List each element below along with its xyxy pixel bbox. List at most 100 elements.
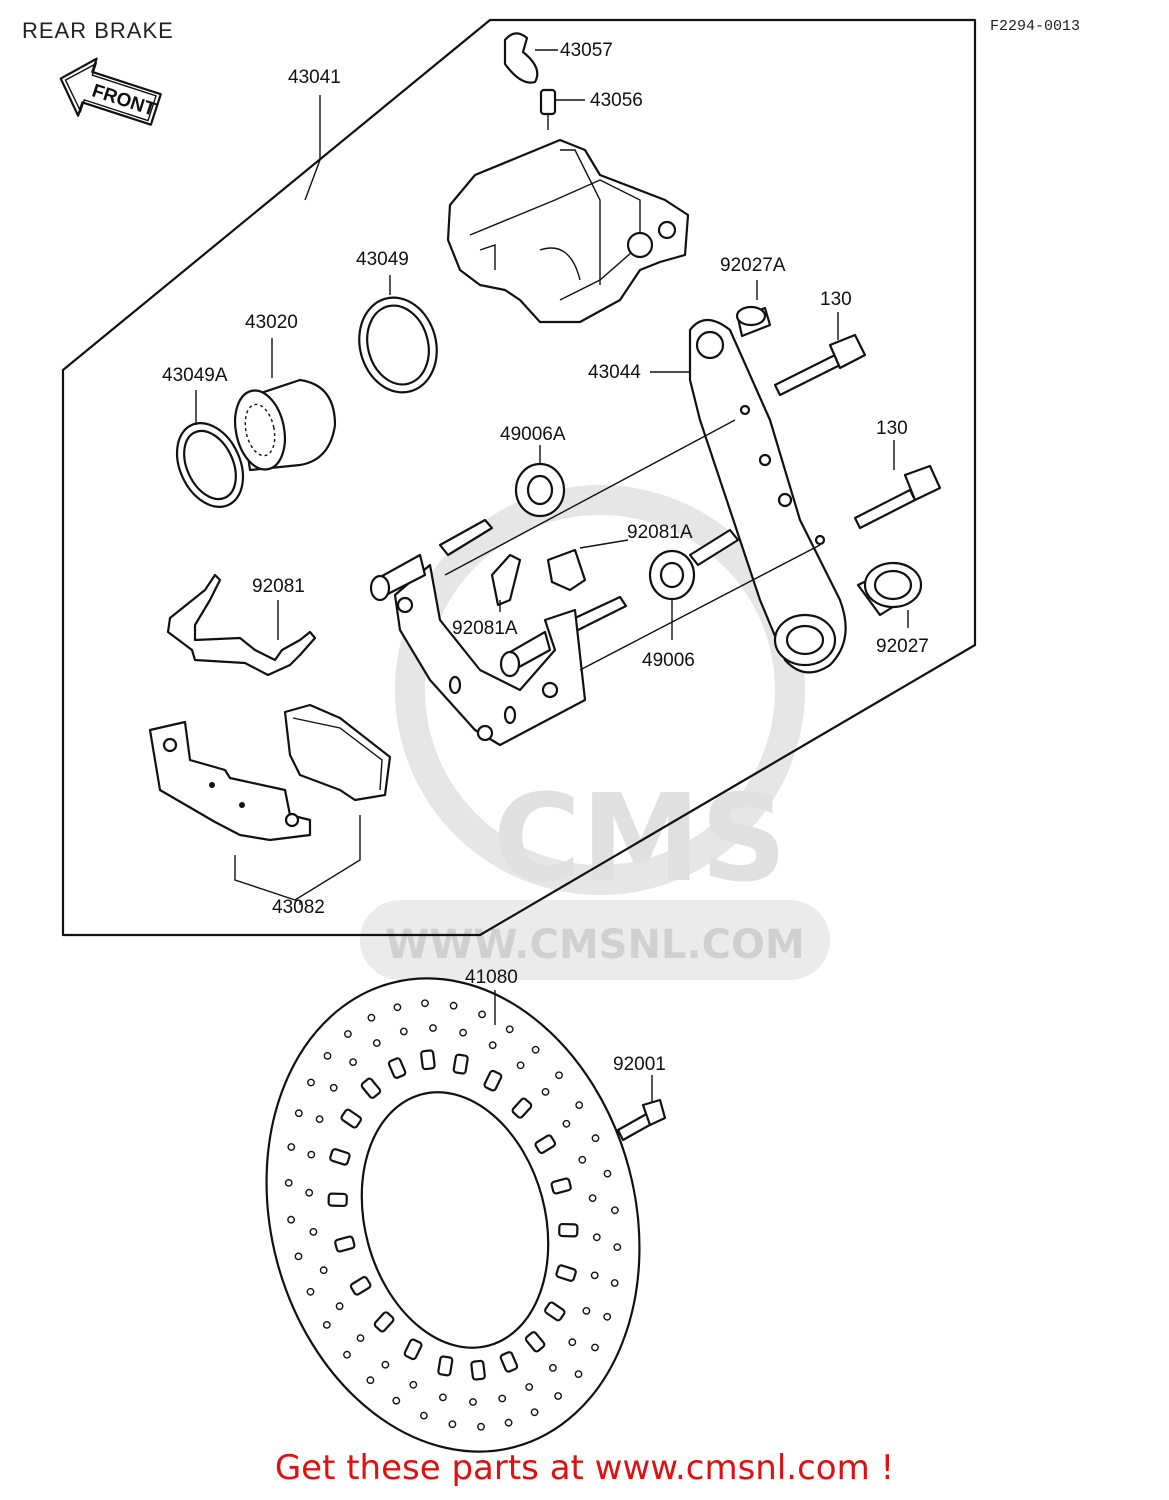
pad-spring-92081 [166, 573, 317, 677]
disc-drill-hole [322, 1321, 331, 1329]
part-label-49006A: 49006A [500, 424, 566, 445]
disc-drill-hole [343, 1350, 351, 1359]
disc-drill-hole [309, 1228, 318, 1236]
part-label-43049: 43049 [356, 249, 409, 270]
slide-pin-upper [438, 518, 494, 557]
disc-drill-hole [438, 1393, 447, 1402]
part-label-43044: 43044 [588, 362, 641, 383]
alignment-line-lower [579, 544, 821, 671]
slide-pin-right [688, 528, 740, 567]
disc-drill-hole [588, 1194, 597, 1203]
disc-drill-hole [541, 1088, 550, 1096]
boot-49006 [648, 549, 696, 640]
alignment-line-upper [444, 419, 736, 576]
collar-92027 [856, 561, 923, 628]
disc-drill-hole [568, 1338, 577, 1347]
disc-drill-hole [319, 1266, 328, 1275]
disc-drill-hole [575, 1101, 584, 1110]
disc-drill-hole [477, 1422, 485, 1431]
disc-vent-slot [373, 1311, 395, 1333]
dust-seal-43049A [175, 390, 245, 508]
disc-vent-slot [470, 1359, 486, 1381]
disc-drill-hole [448, 1420, 457, 1429]
disc-drill-hole [591, 1343, 599, 1352]
brake-disc-41080 [265, 977, 641, 1453]
disc-drill-hole [429, 1024, 437, 1032]
disc-drill-hole [531, 1045, 540, 1054]
diagram-ref-code: F2294-0013 [990, 18, 1080, 35]
disc-drill-hole [323, 1052, 332, 1060]
disc-drill-hole [590, 1271, 599, 1280]
part-label-43049A: 43049A [162, 365, 228, 386]
disc-drill-hole [554, 1392, 562, 1400]
disc-drill-hole [478, 1010, 486, 1019]
disc-drill-hole [287, 1143, 296, 1151]
disc-vent-slot [483, 1069, 503, 1092]
part-label-43041: 43041 [288, 67, 341, 88]
disc-drill-hole [315, 1115, 324, 1124]
disc-drill-hole [488, 1041, 497, 1050]
piston-43020 [233, 338, 337, 472]
disc-vent-slot [340, 1108, 362, 1129]
part-label-92001: 92001 [613, 1054, 666, 1075]
disc-drill-hole [549, 1364, 557, 1372]
disc-drill-hole [335, 1302, 344, 1311]
disc-drill-hole [592, 1233, 601, 1242]
part-label-92027A: 92027A [720, 255, 786, 276]
disc-vent-slot [420, 1049, 436, 1071]
torque-link-43044 [650, 318, 847, 674]
caliper-assembly-outline [61, 18, 977, 937]
disc-drill-hole [372, 1039, 381, 1047]
bush-92027A [735, 280, 772, 338]
disc-drill-hole [449, 1001, 458, 1010]
disc-drill-hole [393, 1003, 402, 1012]
watermark: CMS WWW.CMSNL.COM [360, 485, 830, 980]
piston-seal-43049 [358, 275, 438, 394]
disc-vent-slot [334, 1235, 356, 1253]
part-label-130-upper: 130 [820, 289, 852, 310]
disc-vent-slot [550, 1177, 572, 1195]
disc-vent-slot [329, 1148, 351, 1166]
disc-drill-hole [516, 1061, 525, 1070]
disc-drill-hole [530, 1408, 539, 1417]
disc-drill-hole [305, 1188, 314, 1197]
bolt-130-lower [853, 440, 942, 530]
disc-drill-hole [392, 1396, 401, 1405]
disc-drill-hole [591, 1134, 600, 1143]
bolt-130-upper [773, 312, 867, 397]
disc-vent-slot [452, 1053, 469, 1075]
disc-drill-hole [459, 1028, 467, 1037]
disc-drill-hole [399, 1027, 408, 1036]
caliper-bracket [369, 553, 587, 747]
disc-drill-hole [582, 1307, 591, 1315]
disc-vent-slot [499, 1351, 519, 1373]
pad-spring-92081A-right [546, 539, 629, 592]
disc-vent-slot [360, 1077, 382, 1099]
brake-pads-43082 [148, 703, 392, 905]
disc-vent-slot [558, 1222, 579, 1238]
disc-drill-hole [574, 1370, 583, 1379]
disc-drill-hole [329, 1083, 338, 1092]
disc-drill-hole [578, 1155, 587, 1164]
page-title: REAR BRAKE [22, 18, 174, 43]
disc-drill-hole [349, 1058, 357, 1067]
bleeder-valve-43056 [539, 88, 585, 130]
boot-49006A [514, 445, 566, 518]
disc-drill-hole [306, 1287, 315, 1296]
disc-drill-hole [603, 1312, 612, 1321]
disc-bolt-92001 [616, 1075, 667, 1142]
disc-drill-hole [562, 1119, 571, 1128]
disc-drill-hole [284, 1179, 293, 1187]
disc-drill-hole [555, 1071, 563, 1080]
disc-drill-hole [307, 1150, 316, 1159]
disc-vent-slot [544, 1301, 566, 1322]
disc-vent-slot [403, 1338, 423, 1361]
footer-cta[interactable]: Get these parts at www.cmsnl.com ! [274, 1448, 895, 1488]
disc-drill-hole [307, 1078, 315, 1087]
disc-drill-hole [294, 1109, 303, 1118]
part-label-41080: 41080 [465, 967, 518, 988]
disc-drill-hole [603, 1169, 612, 1178]
disc-drill-hole [613, 1243, 622, 1252]
disc-vent-slot [327, 1192, 348, 1208]
disc-vent-slot [387, 1057, 407, 1079]
